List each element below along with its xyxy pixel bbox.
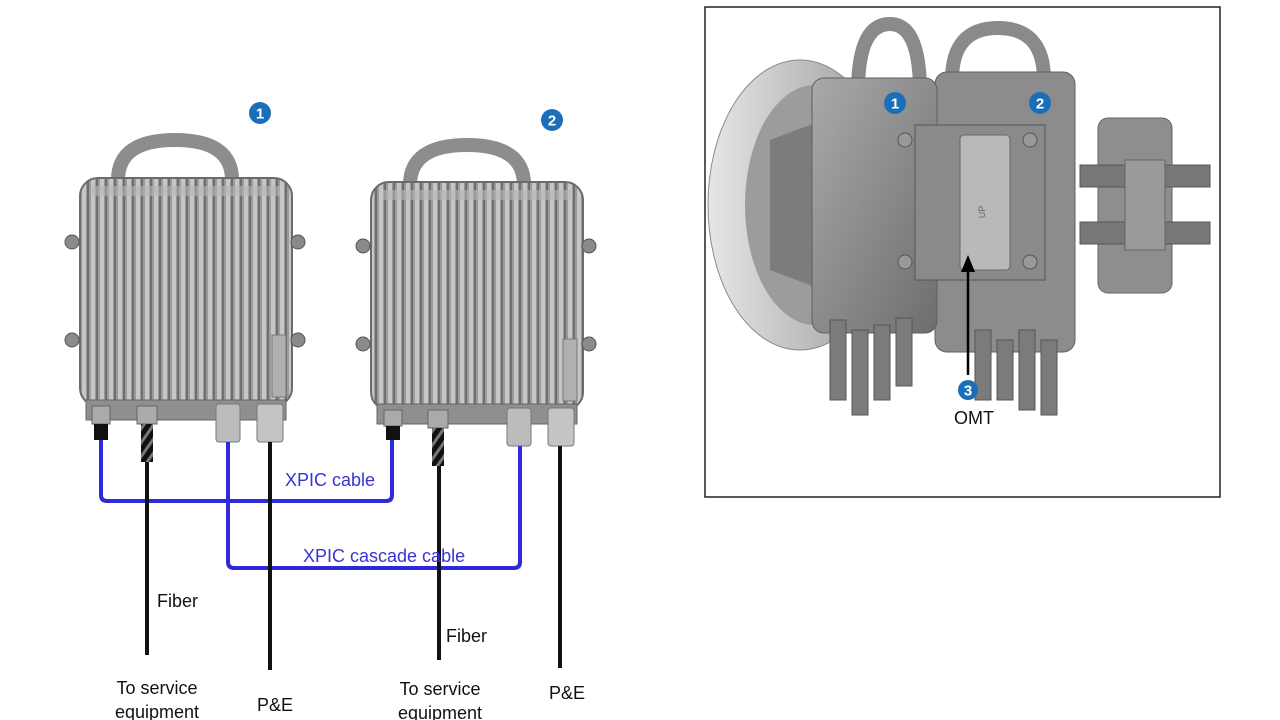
photo-badge-2-text: 2 (1036, 96, 1044, 113)
unit-2-body (370, 181, 584, 411)
omt-badge-text: 3 (964, 383, 972, 400)
odu-unit-2 (355, 137, 597, 466)
omt-badge (958, 380, 978, 400)
fiber-label-right: Fiber (446, 626, 487, 646)
xpic-cable (99, 440, 394, 503)
xpic-cascade-cable (226, 442, 522, 570)
up-mark: UP (977, 206, 987, 219)
xpic-cascade-cable-label: XPIC cascade cable (303, 546, 465, 566)
badge-2-text: 2 (548, 113, 556, 130)
photo-badge-1-text: 1 (891, 96, 899, 113)
omt-plate (959, 134, 1011, 271)
service-label-right-1: To service (399, 679, 480, 699)
fiber-label-left: Fiber (157, 591, 198, 611)
badge-2: 2 (541, 109, 563, 131)
photo-badge-1 (884, 92, 906, 114)
pe-label-right: P&E (549, 683, 585, 703)
service-label-left-2: equipment (115, 702, 199, 720)
odu-unit-1 (64, 132, 306, 462)
service-label-left-1: To service (116, 678, 197, 698)
omt-label: OMT (954, 408, 994, 428)
service-label-right-2: equipment (398, 703, 482, 720)
unit-2-handle (403, 137, 531, 186)
badge-1: 1 (249, 102, 271, 124)
photo-badge-2 (1029, 92, 1051, 114)
xpic-cable-label: XPIC cable (285, 470, 375, 490)
omt-photo-panel: UP 1 2 3 OMT (704, 6, 1221, 498)
pe-label-left: P&E (257, 695, 293, 715)
unit-1-handle (111, 132, 239, 181)
badge-1-text: 1 (256, 106, 264, 123)
unit-1-body (79, 177, 293, 407)
